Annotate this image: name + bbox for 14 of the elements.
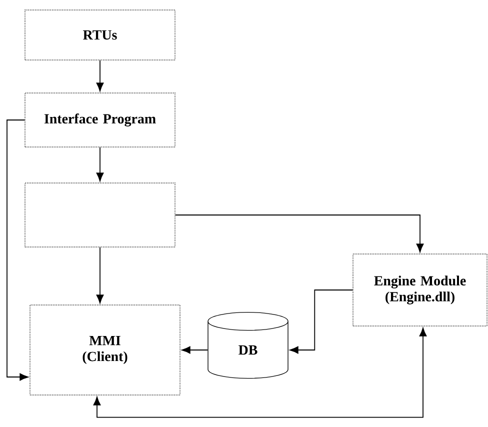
arrow bbox=[96, 60, 104, 92]
arrow bbox=[6, 120, 28, 381]
arrow bbox=[182, 346, 208, 354]
process-box: Interface Program bbox=[24, 92, 176, 148]
arrow bbox=[290, 290, 354, 354]
arrow bbox=[174, 214, 424, 252]
process-box: MMI (Client) bbox=[30, 304, 180, 396]
arrow bbox=[93, 328, 427, 418]
process-box bbox=[24, 182, 176, 248]
arrow bbox=[96, 246, 104, 304]
arrow bbox=[96, 146, 104, 182]
process-box: Engine Module (Engine.dll) bbox=[352, 254, 488, 326]
database-cylinder: DB bbox=[208, 312, 288, 379]
process-box: RTUs bbox=[24, 10, 176, 60]
